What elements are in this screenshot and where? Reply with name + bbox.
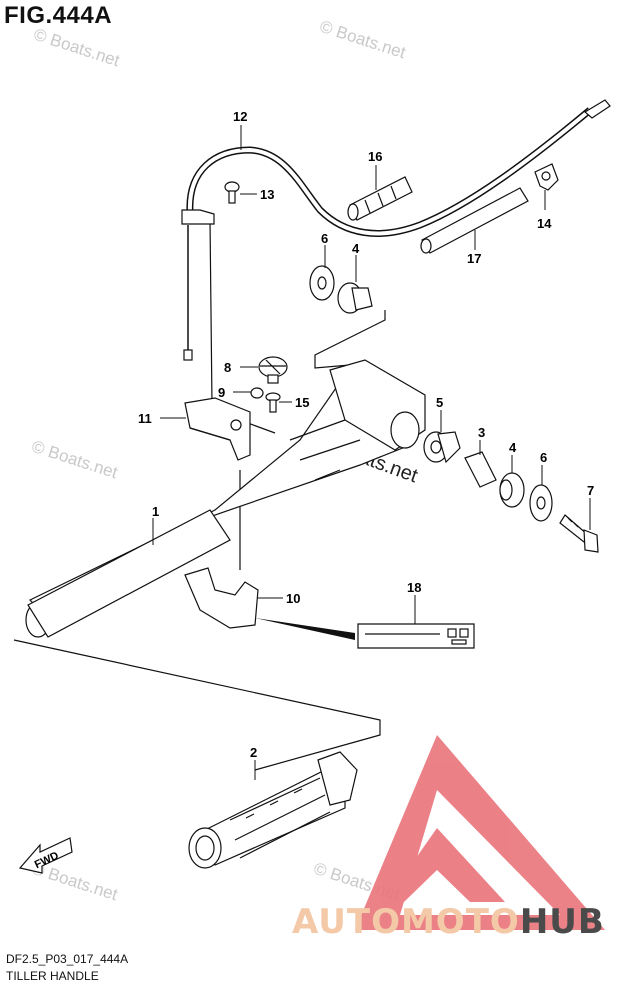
washer-lower-icon [529,484,553,522]
label-sticker-icon [357,623,475,649]
part-label-6-upper: 6 [321,231,328,246]
nut-9-icon [250,387,264,399]
handle-grip-icon [188,751,358,869]
brand-wordmark: AUTOMOTOHUB [292,902,605,942]
hose-icon [420,187,529,254]
brand-logo-icon [355,735,605,930]
figure-title: FIG.444A [4,2,113,29]
upper-clamp-icon [184,397,251,461]
part-label-8: 8 [224,360,231,375]
bolt-icon [559,514,599,553]
part-label-15: 15 [295,395,309,410]
assembly-lines [13,219,386,771]
part-label-11: 11 [138,411,152,426]
part-label-17: 17 [467,251,481,266]
part-label-18: 18 [407,580,421,595]
screw-13-icon [224,181,240,204]
part-label-2: 2 [250,745,257,760]
washer-upper-icon [309,265,335,301]
brand-part2: HUB [519,902,605,942]
part-label-13: 13 [260,187,274,202]
part-label-12: 12 [233,109,247,124]
part-label-14: 14 [537,216,552,231]
figure-name: TILLER HANDLE [6,969,99,983]
throttle-cable [181,99,611,361]
lower-clamp-icon [184,567,259,629]
friction-knob-icon [258,356,288,384]
part-number-labels: 1 2 3 4 4 5 6 6 7 8 9 10 11 12 13 14 15 … [33,109,594,871]
part-label-7: 7 [587,483,594,498]
part-label-4-upper: 4 [352,241,360,256]
part-label-16: 16 [368,149,382,164]
screw-15-icon [265,392,281,413]
spacer-icon [464,451,497,488]
bushing-upper-icon [337,282,373,314]
leader-lines [152,125,591,780]
part-label-10: 10 [286,591,300,606]
fwd-arrow-icon [18,837,73,874]
collar-icon [423,431,461,464]
label-pointer [255,618,355,640]
bushing-lower-icon [499,472,525,508]
part-label-5: 5 [436,395,443,410]
figure-code: DF2.5_P03_017_444A [6,952,129,966]
cable-sleeve-icon [347,176,413,221]
tiller-handle-icon [25,359,426,638]
part-label-9: 9 [218,385,225,400]
part-label-3: 3 [478,425,485,440]
part-label-4-lower: 4 [509,440,517,455]
part-label-1: 1 [152,504,159,519]
clip-icon [534,163,559,191]
brand-part1: AUTOMOTO [292,902,520,942]
part-label-6-lower: 6 [540,450,547,465]
